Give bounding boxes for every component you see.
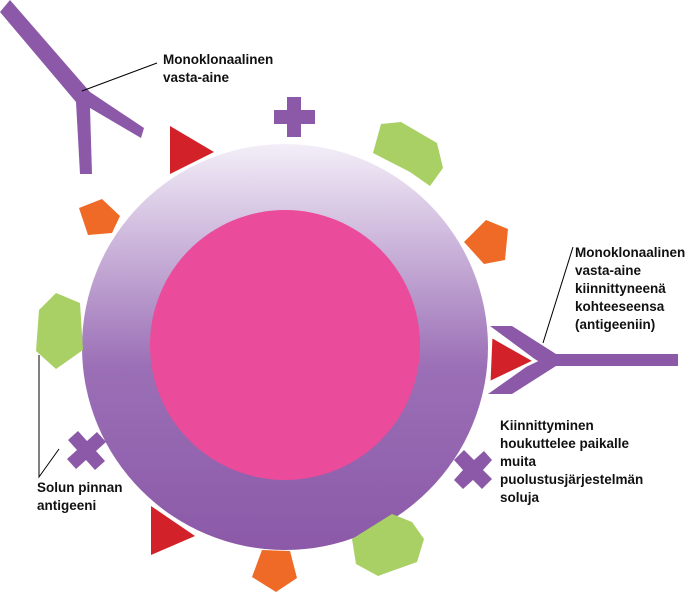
pentagon-antigen-icon: [252, 550, 297, 592]
hexagon-antigen-icon: [352, 514, 424, 576]
leader-line-surface-antigen: [38, 355, 60, 479]
leader-line-bound-antibody: [542, 246, 574, 344]
pentagon-antigen-icon: [464, 220, 508, 264]
cross-antigen-icon: [67, 431, 106, 470]
free-antibody-icon: [0, 0, 144, 174]
bound-antibody-icon: [487, 326, 678, 394]
label-recruitment: Kiinnittyminen houkuttelee paikalle muit…: [500, 418, 644, 505]
label-bound-antibody: Monoklonaalinen vasta-aine kiinnittyneen…: [575, 245, 686, 332]
triangle-antigen-icon: [151, 506, 195, 555]
hexagon-antigen-icon: [36, 293, 83, 369]
cross-antigen-icon: [274, 97, 315, 137]
label-free-antibody: Monoklonaalinen vasta-aine: [163, 52, 274, 85]
leader-lines: [38, 62, 574, 479]
triangle-antigen-icon: [170, 126, 214, 174]
hexagon-antigen-icon: [373, 122, 443, 186]
cross-antigen-icon: [454, 450, 492, 489]
pentagon-antigen-icon: [79, 199, 120, 235]
label-surface-antigen: Solun pinnan antigeeni: [37, 480, 123, 513]
cell-nucleus: [150, 210, 420, 480]
leader-line-free-antibody: [81, 62, 158, 92]
